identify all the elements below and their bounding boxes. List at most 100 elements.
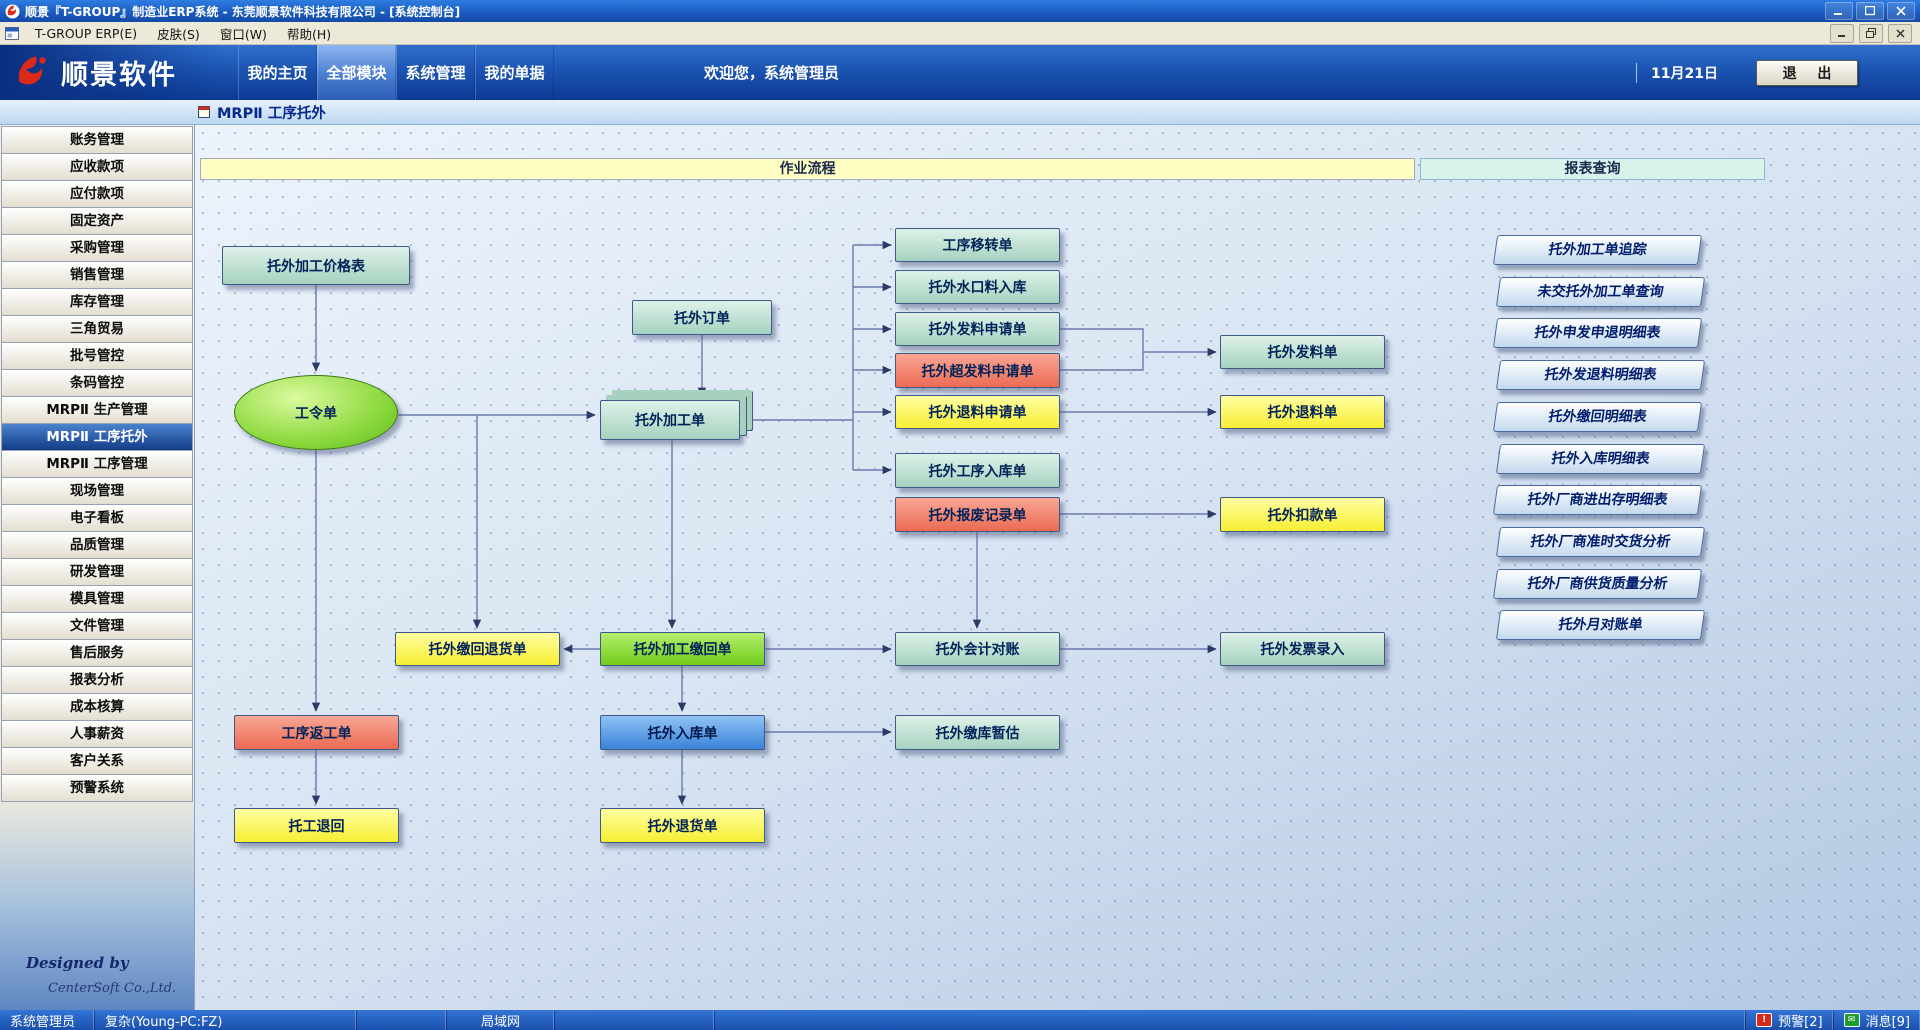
sidebar-item-20[interactable]: 报表分析 xyxy=(1,666,193,694)
page-title-bar: MRPⅡ 工序托外 xyxy=(0,100,1920,125)
report-button-4[interactable]: 托外缴回明细表 xyxy=(1493,402,1702,432)
restore-icon xyxy=(1866,28,1876,38)
credit-line2: CenterSoft Co.,Ltd. xyxy=(0,981,194,996)
flow-node-goods-return[interactable]: 托外退货单 xyxy=(600,808,765,843)
report-button-7[interactable]: 托外厂商准时交货分析 xyxy=(1496,527,1705,557)
status-spacer-2 xyxy=(555,1010,715,1030)
sidebar-item-14[interactable]: 电子看板 xyxy=(1,504,193,532)
sidebar-item-19[interactable]: 售后服务 xyxy=(1,639,193,667)
credit-line1: Designed by xyxy=(0,954,194,972)
flow-node-process-submit[interactable]: 托外加工缴回单 xyxy=(600,632,765,666)
mdi-window-icon xyxy=(5,27,19,40)
app-icon xyxy=(5,4,20,19)
window-minimize-button[interactable] xyxy=(1825,2,1853,20)
menu-item-3[interactable]: 窗口(W) xyxy=(210,22,277,44)
flow-node-process-wh-in[interactable]: 托外工序入库单 xyxy=(895,453,1060,488)
flow-node-submit-return[interactable]: 托外缴回退货单 xyxy=(395,632,560,666)
flow-node-over-issue-req[interactable]: 托外超发料申请单 xyxy=(895,353,1060,388)
sidebar-item-13[interactable]: 现场管理 xyxy=(1,477,193,505)
flow-node-issue-note[interactable]: 托外发料单 xyxy=(1220,335,1385,369)
module-sidebar: 账务管理应收款项应付款项固定资产采购管理销售管理库存管理三角贸易批号管控条码管控… xyxy=(0,125,195,1010)
flow-connector-15 xyxy=(1060,352,1143,370)
flow-node-process-order[interactable]: 托外加工单 xyxy=(600,400,740,440)
main-content: 账务管理应收款项应付款项固定资产采购管理销售管理库存管理三角贸易批号管控条码管控… xyxy=(0,125,1920,1010)
window-close-button[interactable] xyxy=(1887,2,1915,20)
flow-node-return-request[interactable]: 托外退料申请单 xyxy=(895,395,1060,429)
flow-node-accounting[interactable]: 托外会计对账 xyxy=(895,632,1060,666)
nav-tab-system[interactable]: 系统管理 xyxy=(396,45,475,100)
flow-node-rework[interactable]: 工序返工单 xyxy=(234,715,399,750)
logout-button[interactable]: 退 出 xyxy=(1756,60,1858,86)
status-spacer-1 xyxy=(357,1010,447,1030)
status-machine: 复杂(Young-PC:FZ) xyxy=(95,1010,357,1030)
brand-logo-icon xyxy=(12,53,52,93)
sidebar-item-12[interactable]: MRPⅡ 工序管理 xyxy=(1,450,193,478)
report-button-2[interactable]: 托外申发申退明细表 xyxy=(1493,318,1702,348)
report-button-8[interactable]: 托外厂商供货质量分析 xyxy=(1493,569,1702,599)
flow-node-work-order[interactable]: 工令单 xyxy=(234,375,398,450)
report-button-0[interactable]: 托外加工单追踪 xyxy=(1493,235,1702,265)
sidebar-item-7[interactable]: 三角贸易 xyxy=(1,315,193,343)
child-minimize-button[interactable] xyxy=(1830,24,1854,43)
app-header: 顺景软件 我的主页全部模块系统管理我的单据 欢迎您，系统管理员 11月21日 退… xyxy=(0,45,1920,100)
status-alerts[interactable]: ! 预警[2] xyxy=(1746,1010,1833,1030)
status-messages[interactable]: ✉ 消息[9] xyxy=(1834,1010,1920,1030)
sidebar-item-23[interactable]: 客户关系 xyxy=(1,747,193,775)
report-button-3[interactable]: 托外发退料明细表 xyxy=(1496,360,1705,390)
sidebar-item-10[interactable]: MRPⅡ 生产管理 xyxy=(1,396,193,424)
flow-node-warehouse-in[interactable]: 托外入库单 xyxy=(600,715,765,750)
flow-node-outsrc-order[interactable]: 托外订单 xyxy=(632,300,772,335)
flow-node-invoice-entry[interactable]: 托外发票录入 xyxy=(1220,632,1385,666)
sidebar-item-9[interactable]: 条码管控 xyxy=(1,369,193,397)
sidebar-item-11[interactable]: MRPⅡ 工序托外 xyxy=(1,423,193,451)
status-bar: 系统管理员 复杂(Young-PC:FZ) 局域网 ! 预警[2] ✉ 消息[9… xyxy=(0,1010,1920,1030)
child-close-button[interactable] xyxy=(1888,24,1912,43)
sidebar-item-18[interactable]: 文件管理 xyxy=(1,612,193,640)
menu-item-2[interactable]: 皮肤(S) xyxy=(147,22,210,44)
flow-canvas: 作业流程 报表查询 托外加工价格表工令单托外订单托外加工单工序移转单托外水口料入… xyxy=(195,125,1920,1010)
messages-label: 消息[9] xyxy=(1866,1011,1910,1030)
sidebar-item-3[interactable]: 固定资产 xyxy=(1,207,193,235)
report-button-6[interactable]: 托外厂商进出存明细表 xyxy=(1493,485,1702,515)
flow-node-deduction[interactable]: 托外扣款单 xyxy=(1220,497,1385,532)
child-restore-button[interactable] xyxy=(1859,24,1883,43)
minimize-icon xyxy=(1834,7,1844,16)
sidebar-item-8[interactable]: 批号管控 xyxy=(1,342,193,370)
sidebar-item-21[interactable]: 成本核算 xyxy=(1,693,193,721)
flow-node-transfer[interactable]: 工序移转单 xyxy=(895,228,1060,262)
sidebar-item-2[interactable]: 应付款项 xyxy=(1,180,193,208)
nav-tab-modules[interactable]: 全部模块 xyxy=(317,45,396,100)
flow-node-issue-request[interactable]: 托外发料申请单 xyxy=(895,312,1060,346)
alerts-label: 预警[2] xyxy=(1778,1011,1822,1030)
sidebar-item-24[interactable]: 预警系统 xyxy=(1,774,193,802)
sidebar-item-1[interactable]: 应收款项 xyxy=(1,153,193,181)
report-button-1[interactable]: 未交托外加工单查询 xyxy=(1496,277,1705,307)
flow-node-return-note[interactable]: 托外退料单 xyxy=(1220,395,1385,429)
sidebar-item-16[interactable]: 研发管理 xyxy=(1,558,193,586)
sidebar-item-22[interactable]: 人事薪资 xyxy=(1,720,193,748)
sidebar-item-0[interactable]: 账务管理 xyxy=(1,126,193,154)
sidebar-item-4[interactable]: 采购管理 xyxy=(1,234,193,262)
sidebar-item-5[interactable]: 销售管理 xyxy=(1,261,193,289)
flow-node-price-list[interactable]: 托外加工价格表 xyxy=(222,246,410,285)
window-maximize-button[interactable] xyxy=(1856,2,1884,20)
flow-node-work-return[interactable]: 托工退回 xyxy=(234,808,399,843)
report-button-5[interactable]: 托外入库明细表 xyxy=(1496,444,1705,474)
page-title-icon xyxy=(198,106,210,118)
menu-item-1[interactable]: T-GROUP ERP(E) xyxy=(25,22,147,44)
nav-tab-documents[interactable]: 我的单据 xyxy=(475,45,554,100)
flow-node-water-gate-in[interactable]: 托外水口料入库 xyxy=(895,270,1060,304)
maximize-icon xyxy=(1865,6,1875,16)
page-title: MRPⅡ 工序托外 xyxy=(217,102,326,123)
minimize-icon xyxy=(1838,29,1847,38)
close-icon xyxy=(1896,29,1905,38)
flow-node-scrap-record[interactable]: 托外报废记录单 xyxy=(895,497,1060,532)
sidebar-item-17[interactable]: 模具管理 xyxy=(1,585,193,613)
sidebar-item-15[interactable]: 品质管理 xyxy=(1,531,193,559)
sidebar-item-6[interactable]: 库存管理 xyxy=(1,288,193,316)
nav-tab-home[interactable]: 我的主页 xyxy=(238,45,317,100)
report-button-9[interactable]: 托外月对账单 xyxy=(1496,610,1705,640)
flow-node-store-estimate[interactable]: 托外缴库暂估 xyxy=(895,715,1060,750)
menu-item-4[interactable]: 帮助(H) xyxy=(277,22,341,44)
brand-block: 顺景软件 xyxy=(0,45,238,100)
